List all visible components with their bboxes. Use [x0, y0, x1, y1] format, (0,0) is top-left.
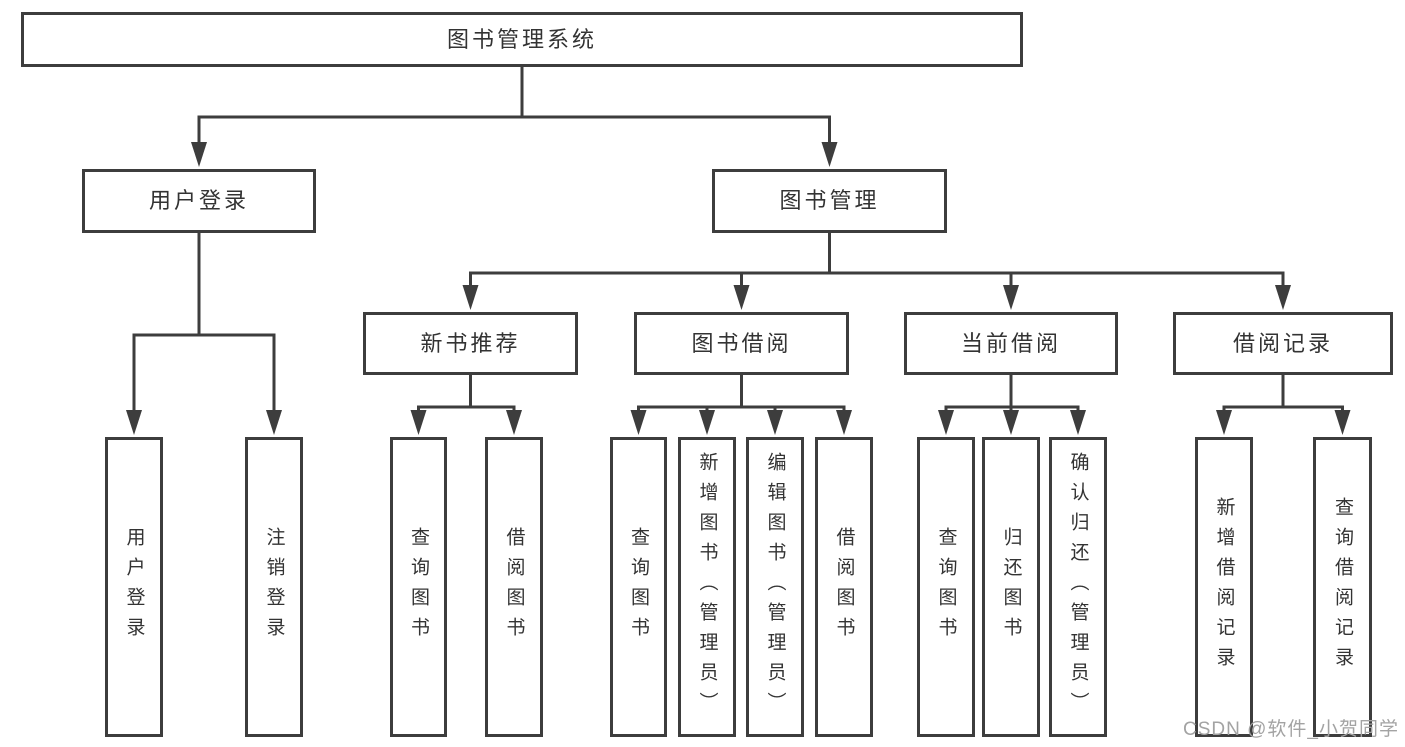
node-label: 确认归还（管理员）	[1067, 452, 1089, 722]
arrowhead-icon	[506, 410, 522, 435]
node-label: 新增借阅记录	[1213, 497, 1235, 677]
node-label: 当前借阅	[960, 330, 1061, 356]
arrowhead-icon	[266, 410, 282, 435]
node-label: 图书管理系统	[446, 26, 597, 52]
node-leaf-confirm-return-admin: 确认归还（管理员）	[1049, 437, 1107, 737]
node-label: 查询图书	[935, 527, 957, 647]
node-leaf-query-books-1: 查询图书	[390, 437, 447, 737]
arrowhead-icon	[699, 410, 715, 435]
node-library-system: 图书管理系统	[21, 12, 1023, 67]
node-book-borrowing: 图书借阅	[634, 312, 849, 375]
arrowhead-icon	[1334, 410, 1351, 435]
node-leaf-borrow-books-1: 借阅图书	[485, 437, 543, 737]
node-leaf-borrow-books-2: 借阅图书	[815, 437, 873, 737]
node-label: 查询图书	[628, 527, 649, 647]
node-book-management: 图书管理	[712, 169, 947, 233]
arrowhead-icon	[1275, 285, 1291, 310]
arrowhead-icon	[462, 285, 479, 310]
node-leaf-user-login: 用户登录	[105, 437, 163, 737]
node-label: 图书管理	[779, 188, 880, 213]
node-leaf-query-borrow-record: 查询借阅记录	[1313, 437, 1372, 737]
arrowhead-icon	[1003, 285, 1019, 310]
node-label: 用户登录	[148, 188, 249, 213]
node-borrowing-records: 借阅记录	[1173, 312, 1393, 375]
node-label: 图书借阅	[691, 330, 792, 356]
node-leaf-add-book-admin: 新增图书（管理员）	[678, 437, 736, 737]
arrowhead-icon	[938, 410, 954, 435]
arrowhead-icon	[191, 142, 207, 167]
arrowhead-icon	[1070, 410, 1086, 435]
node-label: 归还图书	[1000, 527, 1022, 647]
node-label: 注销登录	[263, 527, 285, 647]
node-label: 新增图书（管理员）	[696, 452, 718, 722]
watermark: CSDN @软件_小贺同学	[1183, 719, 1399, 740]
node-label: 借阅图书	[503, 527, 525, 647]
arrowhead-icon	[410, 410, 427, 435]
arrowhead-icon	[630, 410, 647, 435]
node-new-book-recommend: 新书推荐	[363, 312, 578, 375]
arrowhead-icon	[1216, 410, 1232, 435]
node-current-borrowing: 当前借阅	[904, 312, 1118, 375]
arrowhead-icon	[836, 410, 852, 435]
node-leaf-query-books-2: 查询图书	[610, 437, 667, 737]
node-leaf-logout: 注销登录	[245, 437, 303, 737]
node-label: 查询借阅记录	[1332, 497, 1353, 677]
arrowhead-icon	[821, 142, 838, 167]
arrowhead-icon	[767, 410, 783, 435]
node-label: 查询图书	[408, 527, 429, 647]
node-user-login: 用户登录	[82, 169, 316, 233]
node-label: 编辑图书（管理员）	[764, 452, 786, 722]
node-label: 新书推荐	[420, 330, 521, 356]
node-leaf-add-borrow-record: 新增借阅记录	[1195, 437, 1253, 737]
node-leaf-query-books-3: 查询图书	[917, 437, 975, 737]
node-leaf-edit-book-admin: 编辑图书（管理员）	[746, 437, 804, 737]
node-label: 借阅图书	[833, 527, 855, 647]
node-label: 用户登录	[123, 527, 145, 647]
arrowhead-icon	[1003, 410, 1019, 435]
node-leaf-return-book: 归还图书	[982, 437, 1040, 737]
node-label: 借阅记录	[1232, 330, 1333, 356]
arrowhead-icon	[733, 285, 750, 310]
arrowhead-icon	[126, 410, 142, 435]
